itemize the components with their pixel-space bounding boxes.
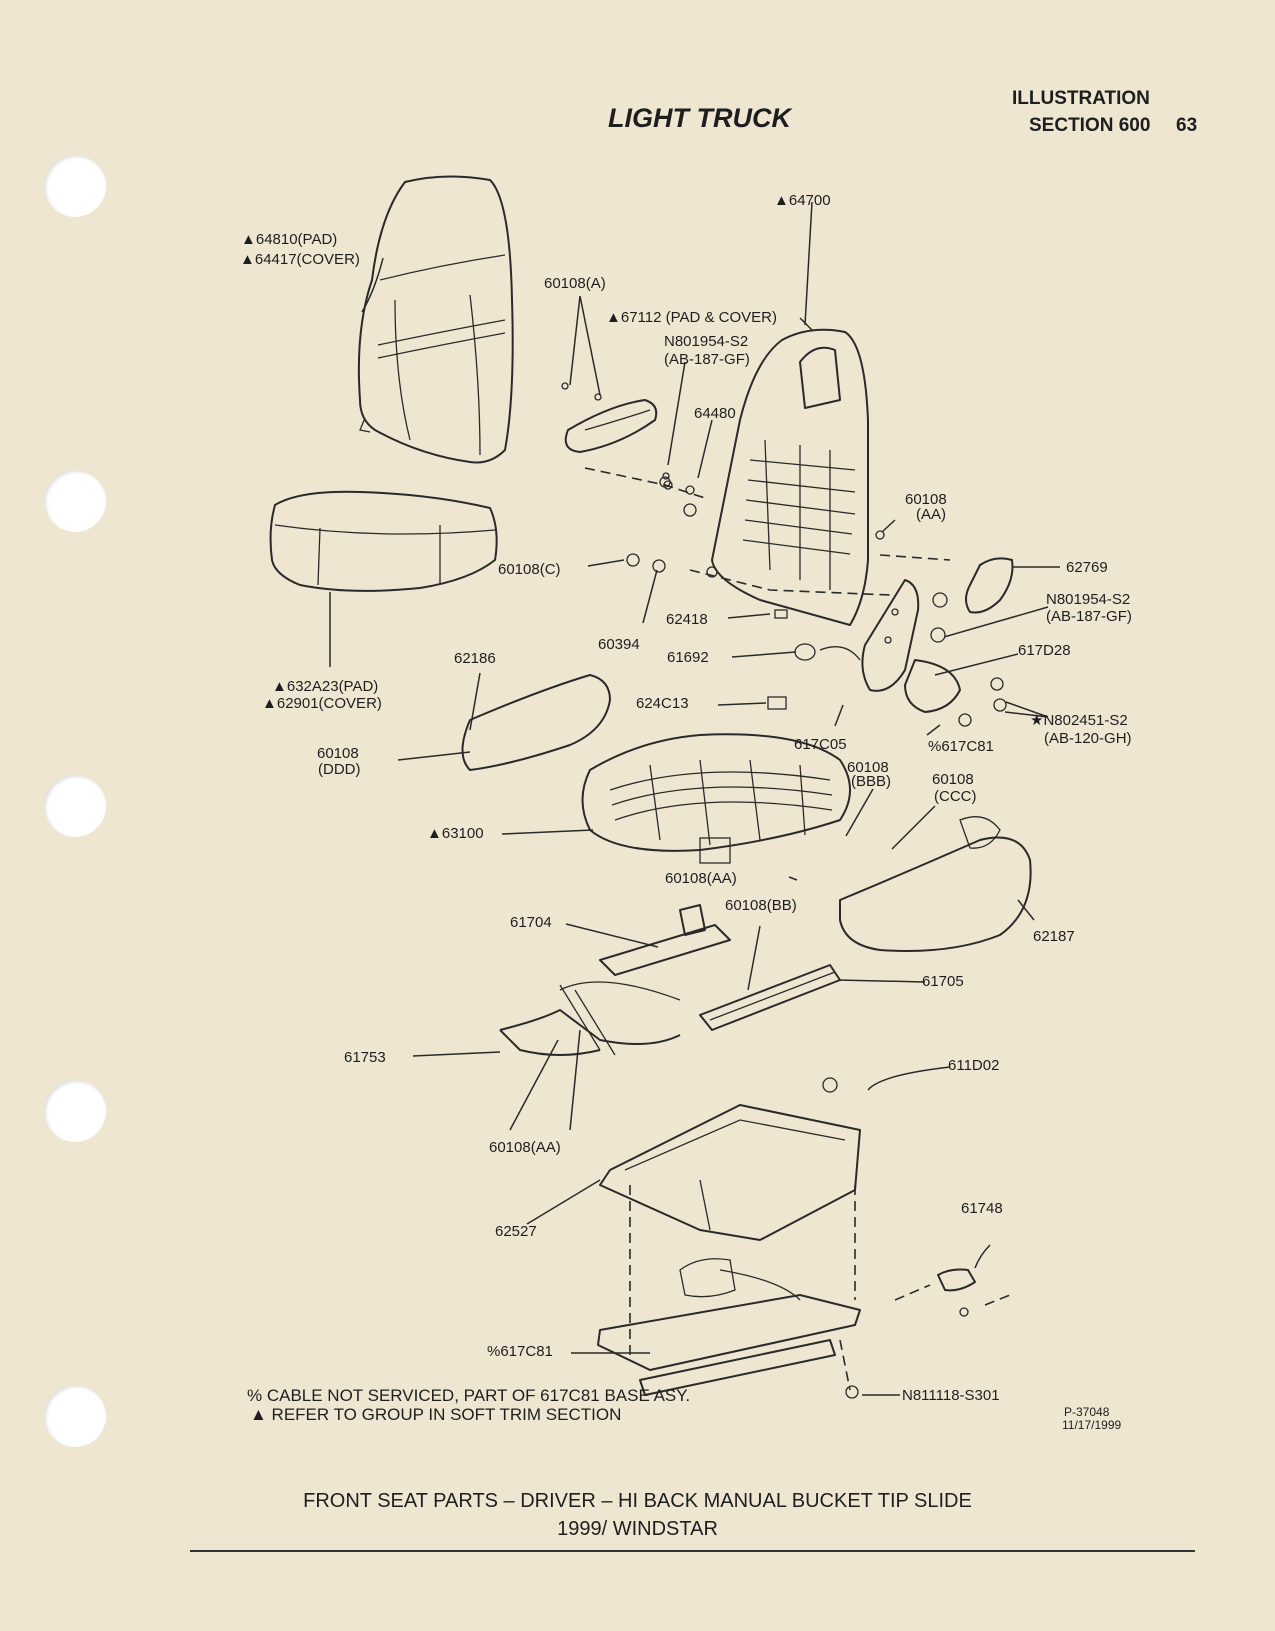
footnote-soft-trim: ▲ REFER TO GROUP IN SOFT TRIM SECTION — [250, 1405, 622, 1424]
callout-label: 61692 — [667, 649, 709, 666]
base-assembly-drawing — [597, 1258, 976, 1399]
callout-label: (AA) — [916, 506, 946, 523]
callout-label: 62527 — [495, 1223, 537, 1240]
callout-label: (AB-187-GF) — [1046, 608, 1132, 625]
alignment-lines — [584, 467, 1011, 1391]
leader-lines — [329, 201, 1060, 1396]
callout-label: 60108 — [905, 491, 947, 508]
callout-label: 60108(BB) — [725, 897, 797, 914]
callout-label: (DDD) — [318, 761, 361, 778]
drawing-date: 11/17/1999 — [1062, 1418, 1121, 1432]
section-label: SECTION 600 — [1029, 115, 1151, 136]
callout-label: (AB-187-GF) — [664, 351, 750, 368]
pivot-base-drawing — [599, 1104, 861, 1241]
cushion-frame-drawing — [581, 733, 851, 864]
callout-label: 62187 — [1033, 928, 1075, 945]
callout-label: 61704 — [510, 914, 552, 931]
seat-cushion-cover-drawing — [269, 490, 498, 592]
callout-labels: ▲64810(PAD) ▲64417(COVER) 60108(A) ▲6711… — [240, 192, 1132, 1432]
outer-shield-drawing — [839, 836, 1032, 952]
callout-label: 60108(AA) — [489, 1139, 561, 1156]
footer-rule — [190, 1550, 1195, 1552]
callout-label: ★N802451-S2 — [1030, 712, 1128, 729]
seat-back-cover-drawing — [357, 175, 514, 464]
callout-label: 62418 — [666, 611, 708, 628]
binder-hole — [44, 1080, 106, 1142]
footnote-cable: % CABLE NOT SERVICED, PART OF 617C81 BAS… — [247, 1386, 691, 1405]
armrest-drawing — [561, 382, 658, 453]
callout-label: ▲632A23(PAD) — [272, 678, 378, 695]
binder-hole — [44, 1385, 106, 1447]
callout-label: N801954-S2 — [1046, 591, 1130, 608]
binder-hole — [44, 155, 106, 217]
callout-label: 61705 — [922, 973, 964, 990]
drawing-number: P-37048 — [1064, 1405, 1110, 1419]
seat-track-drawing — [499, 904, 841, 1093]
callout-label: 624C13 — [636, 695, 689, 712]
callout-label: 60108 — [932, 771, 974, 788]
callout-label: 60108(AA) — [665, 870, 737, 887]
binder-hole — [44, 470, 106, 532]
callout-label: ▲63100 — [427, 825, 484, 842]
callout-label: N801954-S2 — [664, 333, 748, 350]
recliner-handle-drawing — [965, 557, 1014, 614]
callout-label: 64480 — [694, 405, 736, 422]
page-title: LIGHT TRUCK — [608, 103, 791, 133]
callout-label: 617D28 — [1018, 642, 1071, 659]
callout-label: ▲67112 (PAD & COVER) — [606, 309, 777, 326]
callout-label: 61748 — [961, 1200, 1003, 1217]
recliner-mechanism-drawing — [819, 579, 1007, 727]
callout-label: 60108(C) — [498, 561, 561, 578]
callout-label: N811118-S301 — [902, 1387, 1000, 1404]
callout-label: 62769 — [1066, 559, 1108, 576]
callout-label: 61753 — [344, 1049, 386, 1066]
callout-label: ▲64417(COVER) — [240, 251, 360, 268]
callout-label: (BBB) — [851, 773, 891, 790]
callout-label: 611D02 — [948, 1057, 999, 1074]
callout-label: (AB-120-GH) — [1044, 730, 1132, 747]
callout-label: 60108(A) — [544, 275, 606, 292]
callout-label: ▲64810(PAD) — [241, 231, 337, 248]
callout-label: (CCC) — [934, 788, 977, 805]
callout-label: ▲62901(COVER) — [262, 695, 382, 712]
callout-label: %617C81 — [487, 1343, 553, 1360]
figure-model-year: 1999/ WINDSTAR — [557, 1518, 718, 1540]
callout-label: 62186 — [454, 650, 496, 667]
illustration-label: ILLUSTRATION — [1012, 88, 1150, 109]
callout-label: 60108 — [847, 759, 889, 776]
callout-label: 617C05 — [794, 736, 847, 753]
binder-hole — [44, 775, 106, 837]
figure-caption: FRONT SEAT PARTS – DRIVER – HI BACK MANU… — [303, 1490, 972, 1512]
outer-shield-cap-drawing — [959, 816, 1001, 849]
callout-label: 60108 — [317, 745, 359, 762]
inner-shield-drawing — [461, 674, 611, 771]
seat-back-frame-drawing — [662, 328, 869, 626]
hardware-drawing — [626, 476, 885, 710]
callout-label: ▲64700 — [774, 192, 831, 209]
callout-label: %617C81 — [928, 738, 994, 755]
page-number: 63 — [1176, 115, 1198, 136]
callout-label: 60394 — [598, 636, 640, 653]
